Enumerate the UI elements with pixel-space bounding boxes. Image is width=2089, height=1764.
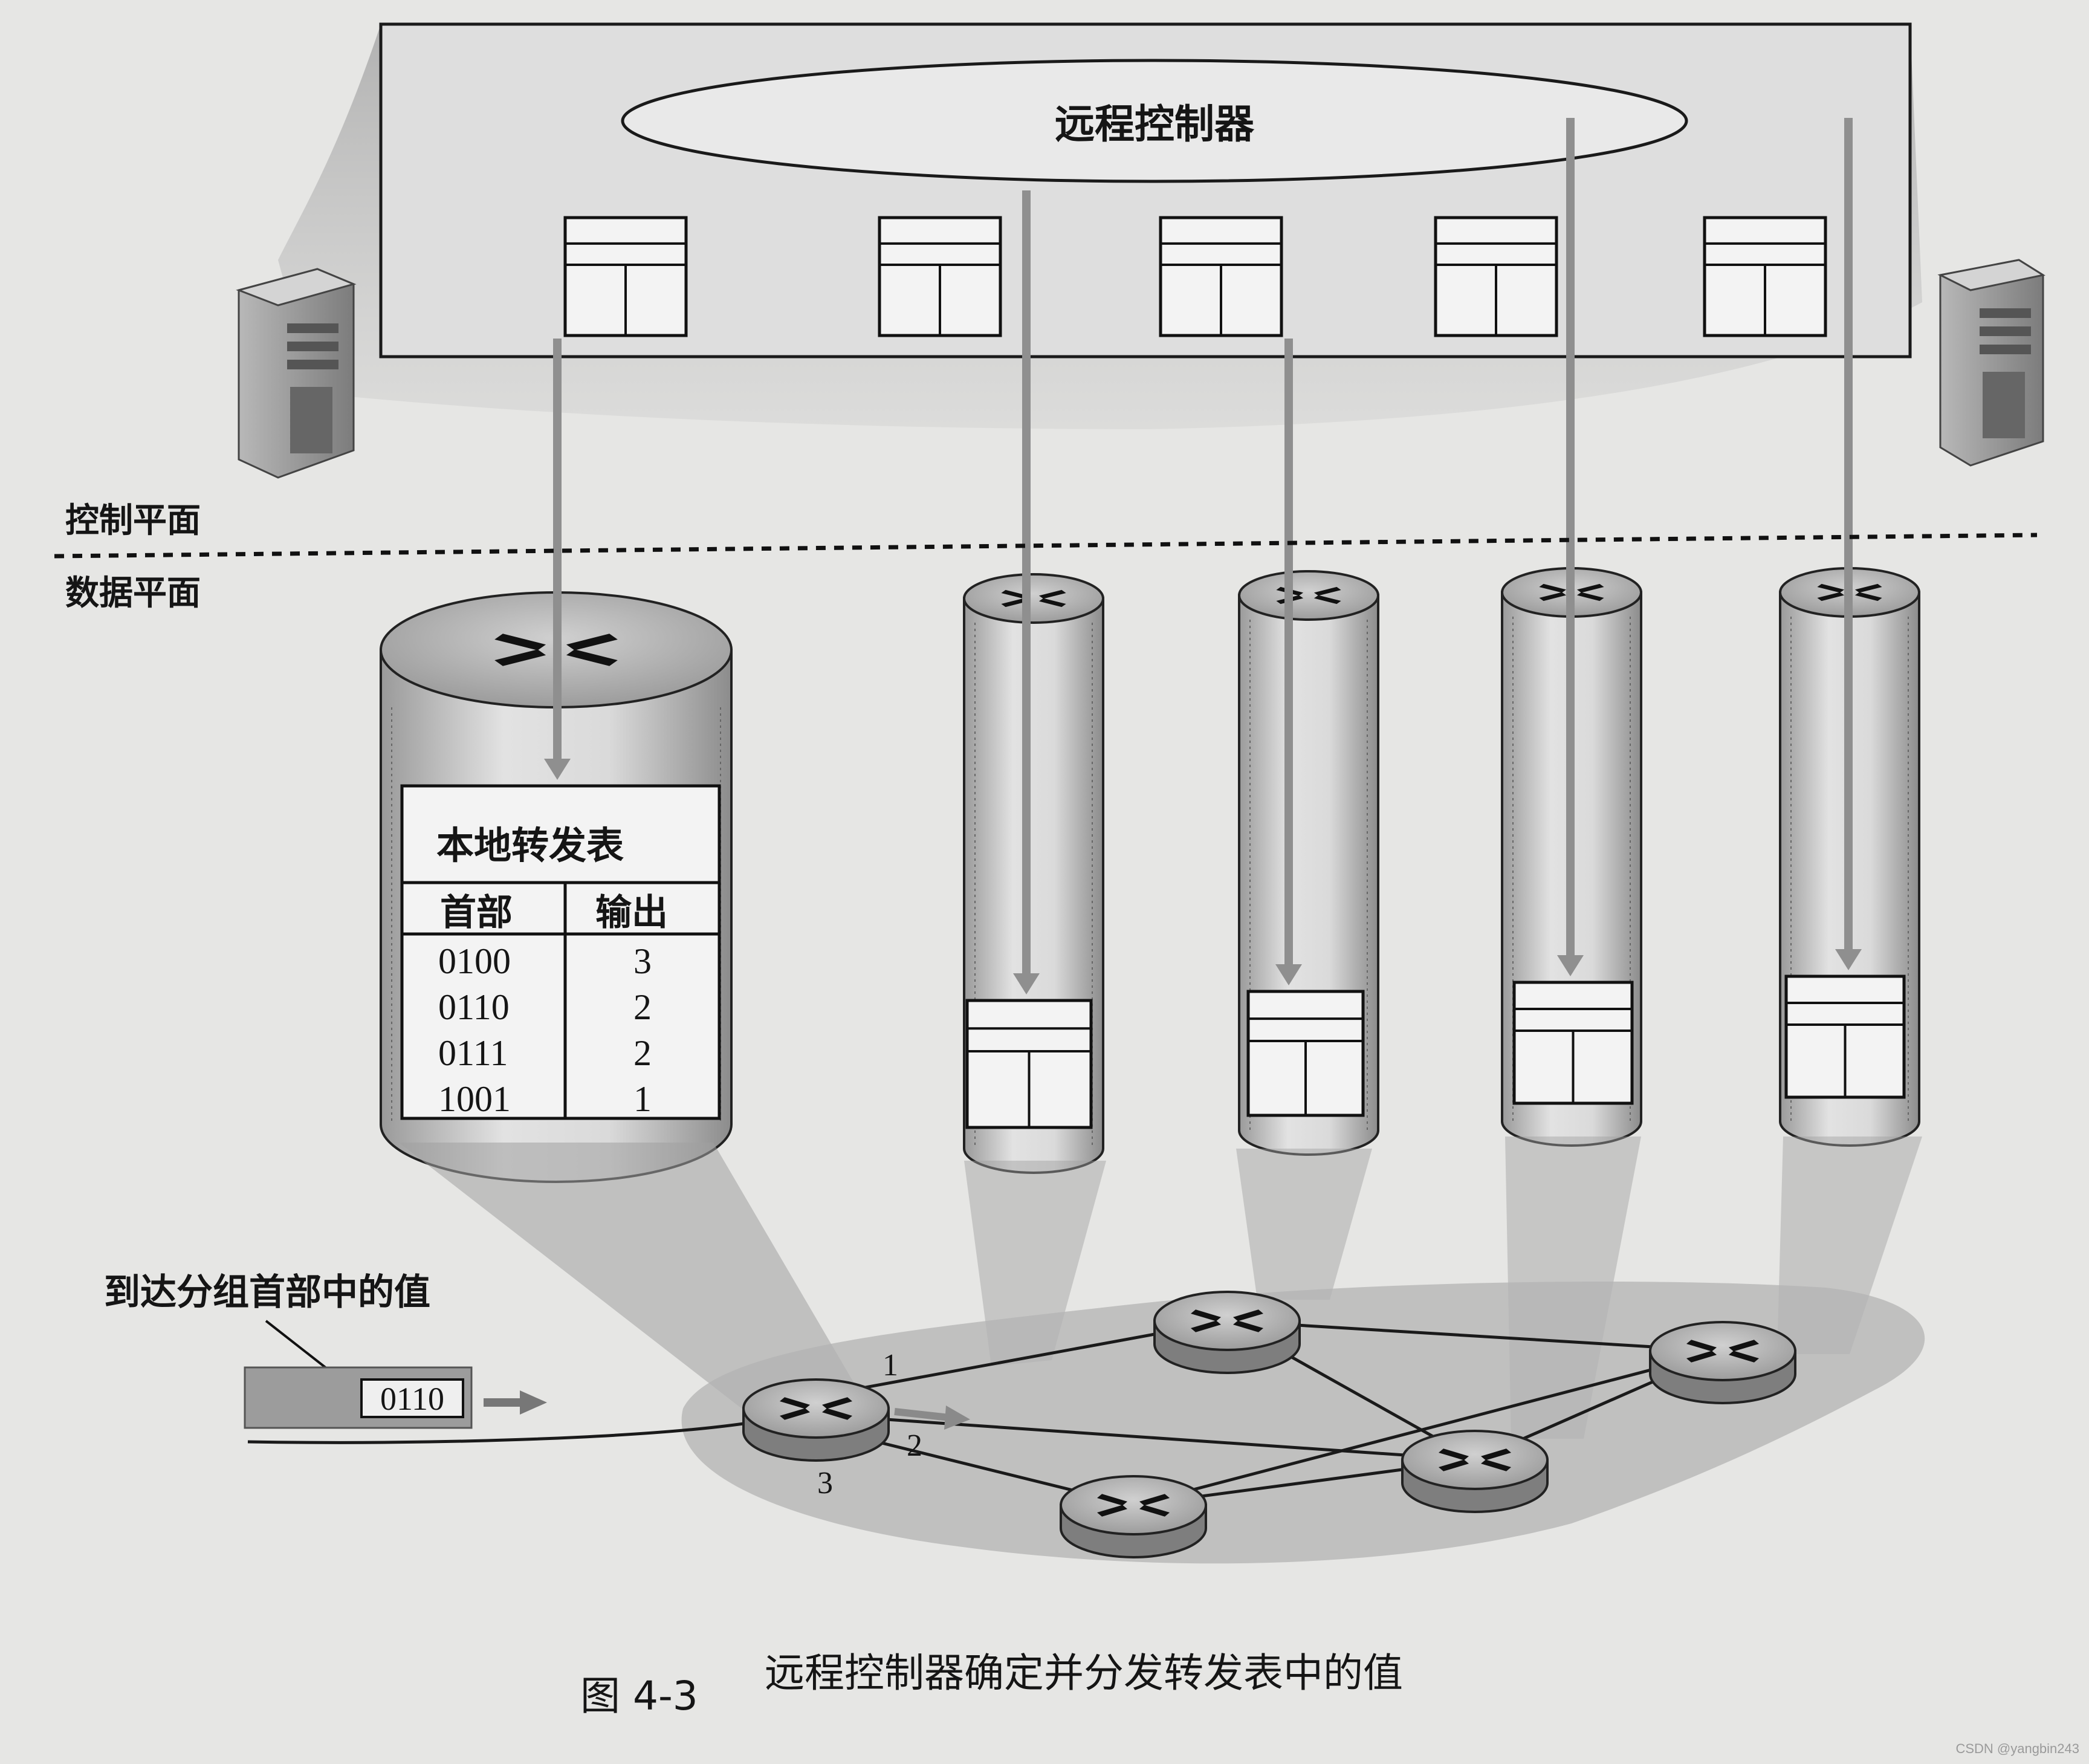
controller-flow-tables	[563, 216, 1827, 337]
forward-arrow-port2	[894, 1406, 970, 1430]
controller-label: 远程控制器	[1055, 101, 1255, 148]
controller-flow-table-5	[1703, 216, 1827, 337]
router-flow-table-5	[1784, 974, 1906, 1099]
local-forwarding-table: 本地转发表 首部 输出 0100 3 0110 2 0111 2 1001 1	[400, 784, 721, 1120]
controller-flow-table-4	[1434, 216, 1558, 337]
port-label-3: 3	[817, 1466, 833, 1500]
figure-caption: 远程控制器确定并分发转发表中的值	[765, 1650, 1403, 1696]
local-table-header-3: 1001	[438, 1079, 511, 1119]
data-plane-label: 数据平面	[65, 574, 201, 613]
router-flow-table-4	[1512, 981, 1634, 1105]
controller-flow-table-2	[878, 216, 1002, 337]
figure-number: 图 4-3	[580, 1673, 698, 1719]
controller-flow-table-1	[563, 216, 688, 337]
router-flow-table-3	[1246, 990, 1365, 1117]
packet-arrow	[484, 1390, 547, 1415]
network-router-right	[1649, 1321, 1796, 1404]
controller-ellipse	[621, 59, 1688, 183]
local-table-header-col: 首部	[440, 892, 513, 934]
network-router-bottom	[1060, 1475, 1207, 1558]
controller-flow-table-3	[1159, 216, 1283, 337]
local-table-title: 本地转发表	[436, 823, 624, 867]
down-arrow-5	[1835, 118, 1862, 970]
local-table-header-0: 0100	[438, 941, 511, 981]
packet-caption: 到达分组首部中的值	[104, 1271, 430, 1314]
plane-divider	[54, 533, 2038, 559]
network-router-ingress	[742, 1378, 890, 1462]
network-cloud	[681, 1282, 1925, 1564]
packet-header-box	[360, 1378, 464, 1418]
local-table-output-2: 2	[633, 1033, 652, 1073]
local-table-output-0: 3	[633, 941, 652, 981]
watermark: CSDN @yangbin243	[1955, 1741, 2079, 1756]
server-right	[1937, 259, 2045, 467]
network-router-center	[1401, 1430, 1549, 1513]
network-routers	[742, 1291, 1796, 1558]
down-arrow-3	[1275, 339, 1302, 985]
packet-header-value: 0110	[380, 1381, 444, 1417]
network-router-top	[1153, 1291, 1301, 1374]
local-table-header-2: 0111	[438, 1033, 508, 1073]
down-arrow-1	[544, 339, 571, 780]
down-arrow-4	[1557, 118, 1584, 976]
server-left	[236, 268, 357, 479]
down-arrow-2	[1013, 190, 1040, 994]
cylinder-beams	[399, 1137, 1922, 1439]
local-table-output-1: 2	[633, 987, 652, 1027]
local-table-output-3: 1	[633, 1079, 652, 1119]
distribution-arrows	[544, 118, 1862, 994]
port-label-2: 2	[907, 1428, 922, 1463]
router-flow-table-2	[965, 999, 1093, 1129]
control-plane-label: 控制平面	[65, 501, 201, 540]
port-label-1: 1	[883, 1348, 898, 1383]
local-table-header-1: 0110	[438, 987, 510, 1027]
local-table-output-col: 输出	[595, 892, 668, 934]
packet-caption-leader	[265, 1320, 337, 1377]
